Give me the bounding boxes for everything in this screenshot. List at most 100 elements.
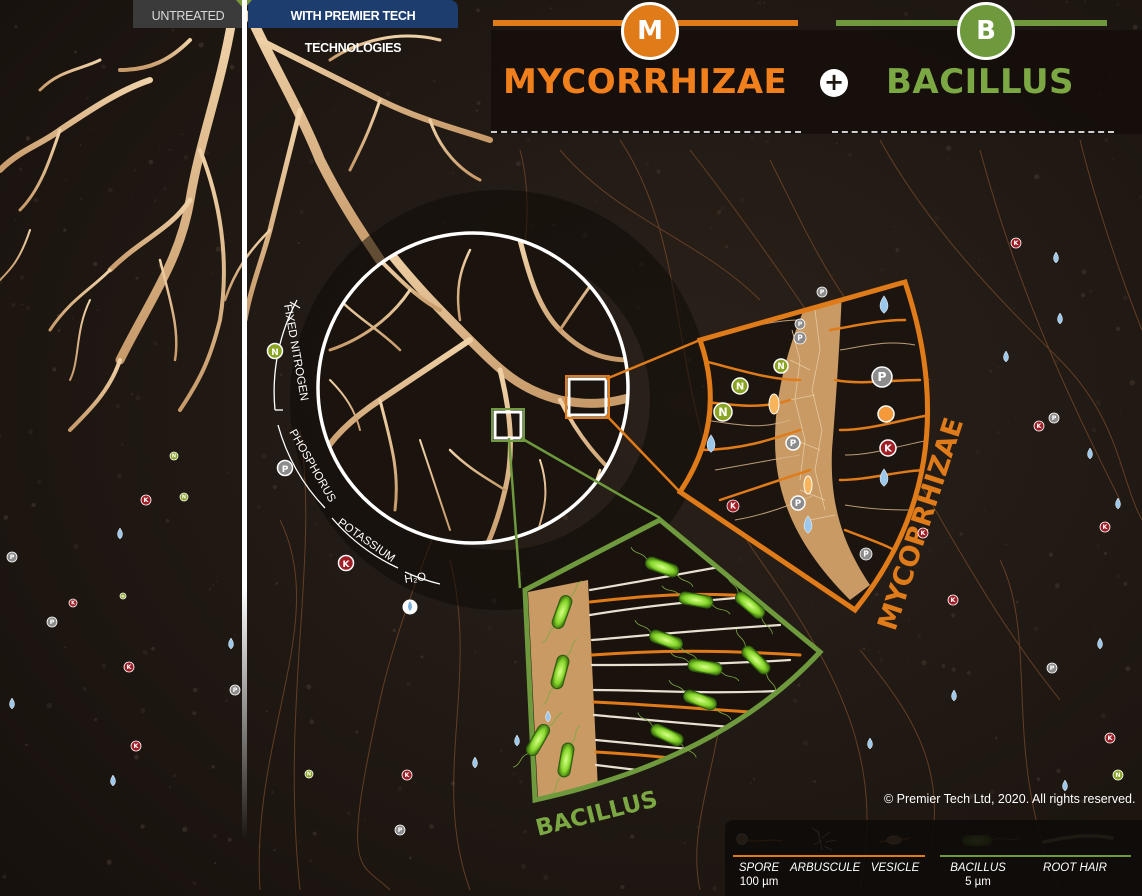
nutrient-potassium-token: K [918,528,928,538]
nutrient-potassium-token: K [141,495,151,505]
soil-grain [942,664,946,668]
soil-grain [1112,158,1114,160]
soil-grain [158,146,160,148]
soil-grain [406,682,411,687]
soil-grain [984,509,986,511]
soil-grain [1117,575,1120,578]
soil-grain [213,834,217,838]
soil-grain [271,791,274,794]
svg-text:N: N [736,381,744,392]
soil-grain [747,6,748,7]
soil-grain [516,161,521,166]
soil-grain [1110,255,1112,257]
soil-grain [274,849,276,851]
soil-grain [15,219,17,221]
soil-grain [309,719,314,724]
soil-grain [947,158,950,161]
soil-grain [205,151,210,156]
soil-grain [1139,196,1142,199]
soil-grain [230,65,235,70]
soil-grain [1037,777,1041,781]
nutrient-potassium-token: K [69,599,77,607]
svg-text:P: P [820,289,825,296]
soil-grain [1125,666,1130,671]
nutrient-nitrogen-token: N [120,593,126,599]
svg-text:P: P [10,554,15,561]
nutrient-nitrogen-token: N [732,378,748,394]
copyright-notice: © Premier Tech Ltd, 2020. All rights res… [884,792,1135,806]
soil-grain [74,51,77,54]
soil-grain [595,200,597,202]
soil-grain [543,875,548,880]
soil-grain [938,808,940,810]
legend-root-hair-label: ROOT HAIR [1038,862,1112,874]
soil-grain [182,827,187,832]
soil-grain [8,173,9,174]
soil-grain [298,242,300,244]
soil-grain [959,532,962,535]
soil-grain [893,226,895,228]
soil-grain [420,655,423,658]
comparison-divider[interactable] [242,0,247,840]
nutrient-phosphorus-token: P [794,332,806,344]
soil-grain [19,168,22,171]
nutrient-phosphorus-token: P [795,319,805,329]
legend-mycorrhizae-line [733,855,925,857]
svg-text:N: N [271,348,279,358]
soil-grain [490,824,492,826]
tab-untreated[interactable]: UNTREATED [133,0,243,28]
soil-grain [2,875,6,879]
soil-grain [978,259,980,261]
soil-grain [355,730,358,733]
soil-grain [500,750,503,753]
soil-grain [80,144,82,146]
soil-grain [758,1,761,4]
nutrient-phosphorus-token: P [872,367,892,387]
soil-grain [4,515,9,520]
soil-grain [135,277,138,280]
mycorrhizae-title: MYCORRHIZAE [503,62,787,102]
soil-grain [63,228,66,231]
soil-grain [863,647,866,650]
svg-text:N: N [307,772,311,778]
soil-grain [280,374,283,377]
soil-grain [1016,601,1019,604]
soil-grain [267,219,270,222]
soil-grain [836,143,838,145]
soil-grain [169,786,171,788]
soil-grain [121,443,124,446]
ring-phosphorus-token: P [278,461,293,476]
soil-grain [97,309,99,311]
soil-grain [192,33,194,35]
soil-grain [378,171,380,173]
soil-grain [364,820,366,822]
soil-grain [630,834,634,838]
soil-grain [86,97,88,99]
soil-grain [917,634,921,638]
soil-grain [521,864,526,869]
soil-grain [750,136,754,140]
soil-grain [33,197,38,202]
ring-nitrogen-token: N [268,344,283,359]
soil-grain [289,424,291,426]
soil-grain [738,557,743,562]
soil-grain [107,860,112,865]
ring-potassium-token: K [339,556,354,571]
tab-with-premier-tech[interactable]: WITH PREMIER TECH TECHNOLOGIES [248,0,458,28]
soil-grain [717,210,722,215]
soil-grain [212,272,213,273]
soil-grain [1082,270,1087,275]
nutrient-potassium-token: K [1105,733,1115,743]
soil-grain [153,341,158,346]
nutrient-nitrogen-token: N [305,770,313,778]
soil-grain [827,286,828,287]
soil-grain [172,29,175,32]
soil-grain [304,856,305,857]
svg-text:N: N [718,406,727,419]
soil-grain [72,318,74,320]
nutrient-nitrogen-token: N [714,403,732,421]
svg-text:P: P [863,550,869,559]
soil-grain [306,684,311,689]
soil-grain [621,885,625,889]
soil-grain [1120,413,1121,414]
